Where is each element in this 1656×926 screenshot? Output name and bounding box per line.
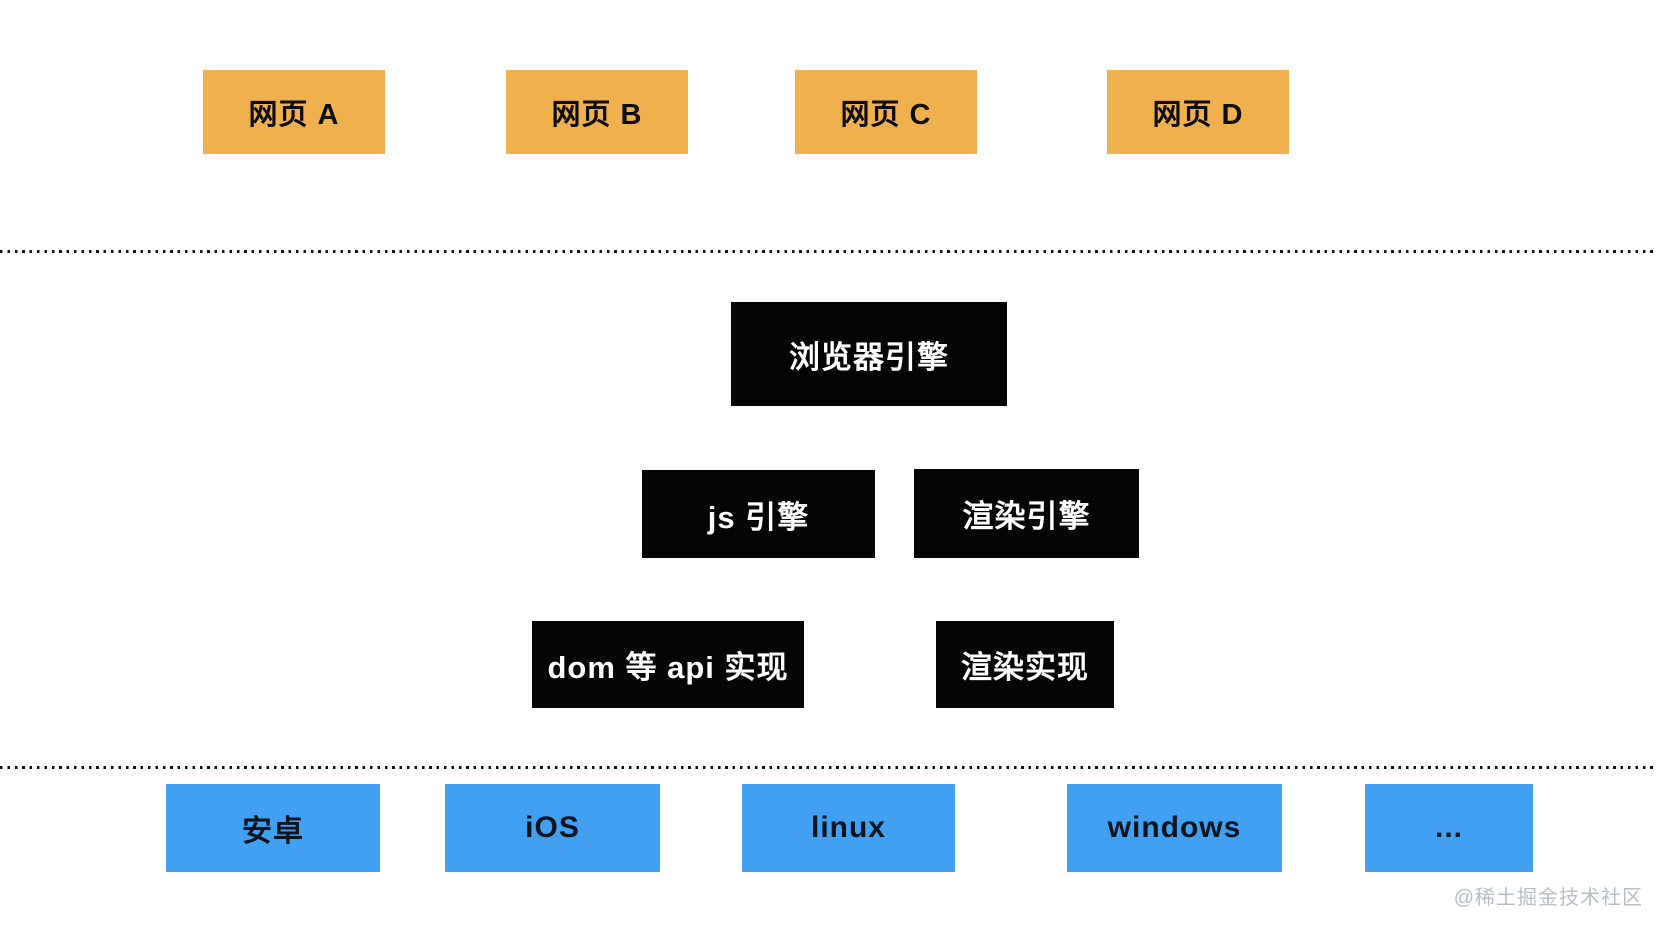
platform-android-label: 安卓 <box>242 815 304 848</box>
webpage-c-label: 网页 C <box>840 99 932 131</box>
platform-android-node: 安卓 <box>166 784 380 872</box>
render-impl-label: 渲染实现 <box>961 650 1089 685</box>
layer-divider-top <box>0 250 1656 253</box>
webpage-b-node: 网页 B <box>506 70 688 154</box>
platform-ios-node: iOS <box>445 784 660 872</box>
webpage-d-label: 网页 D <box>1152 99 1244 131</box>
platform-windows-node: windows <box>1067 784 1282 872</box>
platform-linux-label: linux <box>810 811 886 844</box>
browser-engine-node: 浏览器引擎 <box>731 302 1007 406</box>
webpage-c-node: 网页 C <box>795 70 977 154</box>
browser-engine-label: 浏览器引擎 <box>789 339 949 375</box>
platform-others-label: ... <box>1434 811 1463 844</box>
render-engine-node: 渲染引擎 <box>914 469 1139 558</box>
js-engine-label: js 引擎 <box>707 499 810 535</box>
platform-others-node: ... <box>1365 784 1533 872</box>
js-engine-node: js 引擎 <box>642 470 875 558</box>
render-engine-label: 渲染引擎 <box>962 499 1091 534</box>
webpage-d-node: 网页 D <box>1107 70 1289 154</box>
watermark-text: @稀土掘金技术社区 <box>1453 887 1643 909</box>
webpage-b-label: 网页 B <box>551 99 643 131</box>
platform-ios-label: iOS <box>525 811 580 844</box>
render-impl-node: 渲染实现 <box>936 621 1114 708</box>
layer-divider-bottom <box>0 766 1656 769</box>
dom-api-impl-label: dom 等 api 实现 <box>547 650 789 685</box>
webpage-a-label: 网页 A <box>248 99 340 131</box>
webpage-a-node: 网页 A <box>203 70 385 154</box>
dom-api-impl-node: dom 等 api 实现 <box>532 621 804 708</box>
platform-windows-label: windows <box>1107 811 1242 844</box>
platform-linux-node: linux <box>742 784 955 872</box>
